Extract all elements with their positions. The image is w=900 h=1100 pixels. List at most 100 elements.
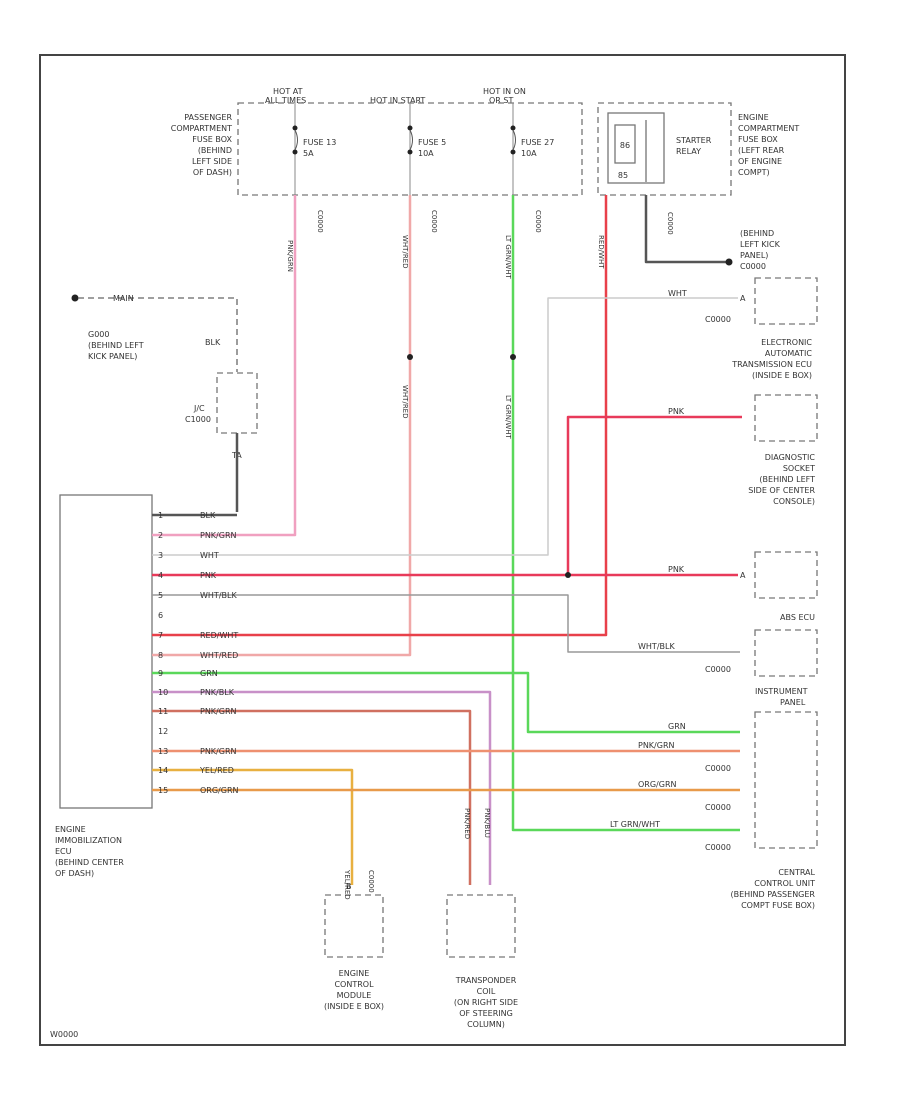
svg-text:14: 14: [158, 766, 168, 775]
wire-pnk-grn-11: [152, 709, 472, 885]
svg-text:LEFT SIDE: LEFT SIDE: [192, 157, 232, 166]
transponder-coil-label: TRANSPONDER COIL (ON RIGHT SIDE OF STEER…: [454, 976, 518, 1029]
svg-text:C0000: C0000: [740, 262, 766, 271]
transponder-wire-label-1: PNK/RED: [463, 808, 471, 839]
svg-text:BLK: BLK: [200, 511, 216, 520]
svg-text:LEFT KICK: LEFT KICK: [740, 240, 781, 249]
svg-text:ORG/GRN: ORG/GRN: [200, 786, 239, 795]
svg-text:7: 7: [158, 631, 163, 640]
svg-text:10A: 10A: [521, 149, 537, 158]
svg-text:COMPT FUSE BOX): COMPT FUSE BOX): [741, 901, 815, 910]
svg-text:RED/WHT: RED/WHT: [200, 631, 238, 640]
svg-text:WHT: WHT: [200, 551, 219, 560]
ac-connector-box: [216, 372, 258, 434]
diagnostic-socket-box: [754, 394, 818, 442]
wire-pnk-diag: [566, 415, 742, 575]
relay-connector-label: C0000: [666, 212, 674, 235]
ground-label-3: KICK PANEL): [88, 352, 137, 361]
central-control-unit-label: CENTRAL CONTROL UNIT (BEHIND PASSENGER C…: [730, 868, 815, 910]
engine-fuse-box-label: ENGINE COMPARTMENT FUSE BOX (LEFT REAR O…: [738, 113, 799, 177]
central-box-upper: [754, 629, 818, 677]
svg-text:(BEHIND: (BEHIND: [740, 229, 774, 238]
ground-right-label: (BEHIND LEFT KICK PANEL) C0000: [740, 229, 781, 271]
svg-text:(BEHIND: (BEHIND: [198, 146, 232, 155]
ground-point-right: [725, 258, 733, 266]
svg-text:6: 6: [158, 611, 163, 620]
svg-text:10A: 10A: [418, 149, 434, 158]
engine-fuse-box: [597, 102, 732, 196]
wire-red-wht: [152, 195, 608, 637]
svg-text:10: 10: [158, 688, 168, 697]
abs-ecu-pin: A: [740, 571, 746, 580]
svg-text:GRN: GRN: [200, 669, 218, 678]
svg-text:AUTOMATIC: AUTOMATIC: [765, 349, 813, 358]
svg-text:(INSIDE E BOX): (INSIDE E BOX): [324, 1002, 384, 1011]
wire-label-grn: GRN: [668, 722, 686, 731]
ecm-connector: C0000: [367, 870, 375, 893]
svg-text:FUSE BOX: FUSE BOX: [192, 135, 232, 144]
svg-text:ENGINE: ENGINE: [55, 825, 86, 834]
svg-text:8: 8: [158, 651, 163, 660]
svg-text:(LEFT REAR: (LEFT REAR: [738, 146, 785, 155]
wire-label-pnk-diag: PNK: [668, 407, 685, 416]
svg-text:SIDE OF CENTER: SIDE OF CENTER: [748, 486, 815, 495]
splice-lt-grn: [510, 354, 516, 360]
svg-text:COMPT): COMPT): [738, 168, 770, 177]
etm-ecu-connector: C0000: [705, 315, 731, 324]
instrument-connector-1: C0000: [705, 764, 731, 773]
svg-text:PNK/GRN: PNK/GRN: [200, 531, 237, 540]
svg-text:ECU: ECU: [55, 847, 72, 856]
svg-text:ELECTRONIC: ELECTRONIC: [761, 338, 812, 347]
svg-text:SOCKET: SOCKET: [783, 464, 815, 473]
svg-text:FUSE 13: FUSE 13: [303, 138, 336, 147]
wire-label-org-grn: ORG/GRN: [638, 780, 677, 789]
svg-text:YEL/RED: YEL/RED: [199, 766, 234, 775]
connector-label-3: C0000: [534, 210, 542, 233]
svg-text:2: 2: [158, 531, 163, 540]
ground-label-2: (BEHIND LEFT: [88, 341, 144, 350]
svg-text:MODULE: MODULE: [337, 991, 372, 1000]
etm-ecu-pin: A: [740, 294, 746, 303]
instrument-connector-3: C0000: [705, 843, 731, 852]
instrument-panel-label-2: PANEL: [780, 698, 806, 707]
svg-text:OF STEERING: OF STEERING: [459, 1009, 513, 1018]
relay-pin-b: 85: [618, 171, 628, 180]
instrument-panel-box: [754, 711, 818, 849]
diagnostic-socket-label: DIAGNOSTIC SOCKET (BEHIND LEFT SIDE OF C…: [748, 453, 815, 506]
svg-text:PNK/BLK: PNK/BLK: [200, 688, 235, 697]
ecm-pin: B: [346, 882, 352, 891]
svg-text:11: 11: [158, 707, 168, 716]
wire-label-lt-grn-v2: LT GRN/WHT: [504, 395, 512, 440]
wire-label-wht-blk: WHT/BLK: [638, 642, 675, 651]
ecu-label: ENGINE IMMOBILIZATION ECU (BEHIND CENTER…: [55, 825, 124, 878]
fuse-27: FUSE 27 10A: [510, 103, 554, 195]
starter-relay: [607, 112, 665, 184]
svg-text:PNK/GRN: PNK/GRN: [200, 747, 237, 756]
svg-text:(BEHIND CENTER: (BEHIND CENTER: [55, 858, 124, 867]
ground-mark: MAIN: [113, 294, 134, 303]
svg-text:DIAGNOSTIC: DIAGNOSTIC: [765, 453, 816, 462]
wire-grn: [152, 671, 740, 734]
etm-ecu-box: [754, 277, 818, 325]
svg-text:WHT/RED: WHT/RED: [200, 651, 238, 660]
svg-text:PANEL): PANEL): [740, 251, 768, 260]
svg-text:5A: 5A: [303, 149, 314, 158]
svg-text:COMPARTMENT: COMPARTMENT: [738, 124, 799, 133]
ecm-wire-label: YEL/RED: [343, 869, 351, 900]
svg-text:PNK/GRN: PNK/GRN: [200, 707, 237, 716]
starter-relay-label-2: RELAY: [676, 147, 701, 156]
etm-ecu-label: ELECTRONIC AUTOMATIC TRANSMISSION ECU (I…: [731, 338, 812, 380]
svg-text:15: 15: [158, 786, 168, 795]
svg-text:(BEHIND PASSENGER: (BEHIND PASSENGER: [730, 890, 815, 899]
svg-text:(INSIDE E BOX): (INSIDE E BOX): [752, 371, 812, 380]
svg-text:9: 9: [158, 669, 163, 678]
wire-label-pnk-grn: PNK/GRN: [638, 741, 675, 750]
wire-pnk-grn-feed: [152, 195, 297, 537]
hot-at-all-times-label-2: ALL TIMES: [265, 96, 306, 105]
svg-text:COLUMN): COLUMN): [467, 1020, 505, 1029]
svg-text:ENGINE: ENGINE: [339, 969, 370, 978]
engine-control-module-label: ENGINE CONTROL MODULE (INSIDE E BOX): [324, 969, 384, 1011]
wire-label-lt-grn-wht: LT GRN/WHT: [610, 820, 660, 829]
blk-wire-label: BLK: [205, 338, 221, 347]
